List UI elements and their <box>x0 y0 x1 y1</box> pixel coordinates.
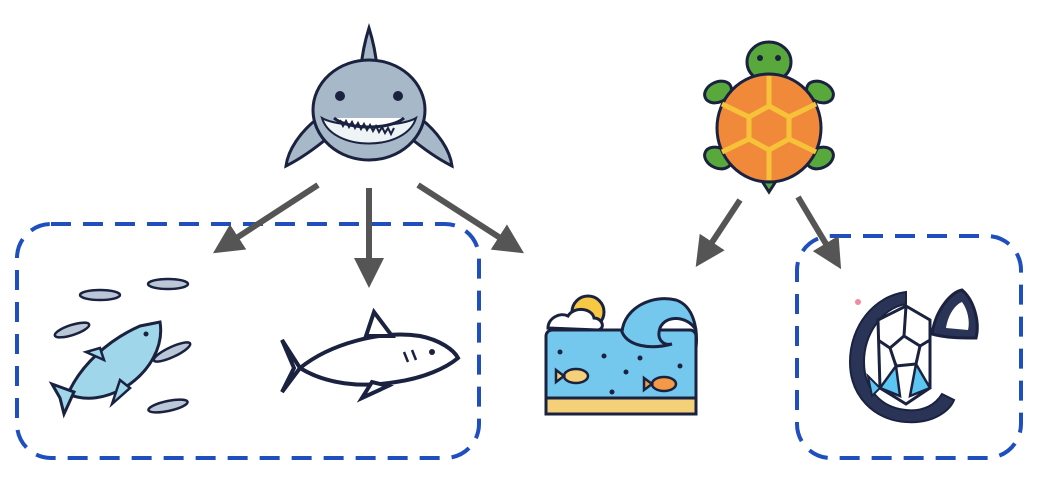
arrows <box>212 182 842 288</box>
turtle-icon <box>703 40 835 195</box>
group-box-turtle-right <box>795 234 1023 460</box>
arrow-shark-to-fish-school <box>212 182 320 254</box>
shark-with-fish-school-icon <box>48 277 192 419</box>
arrow-turtle-to-shell <box>795 195 842 270</box>
arrow-shark-to-ocean <box>416 182 525 254</box>
shark-outline-icon <box>280 307 461 403</box>
ocean-wave-icon <box>544 294 698 416</box>
group-box-shark-left <box>15 222 481 460</box>
broken-turtle-shell-icon <box>848 288 979 424</box>
arrow-turtle-to-ocean <box>695 198 743 268</box>
shark-icon <box>284 22 454 169</box>
small-fish <box>53 277 192 414</box>
